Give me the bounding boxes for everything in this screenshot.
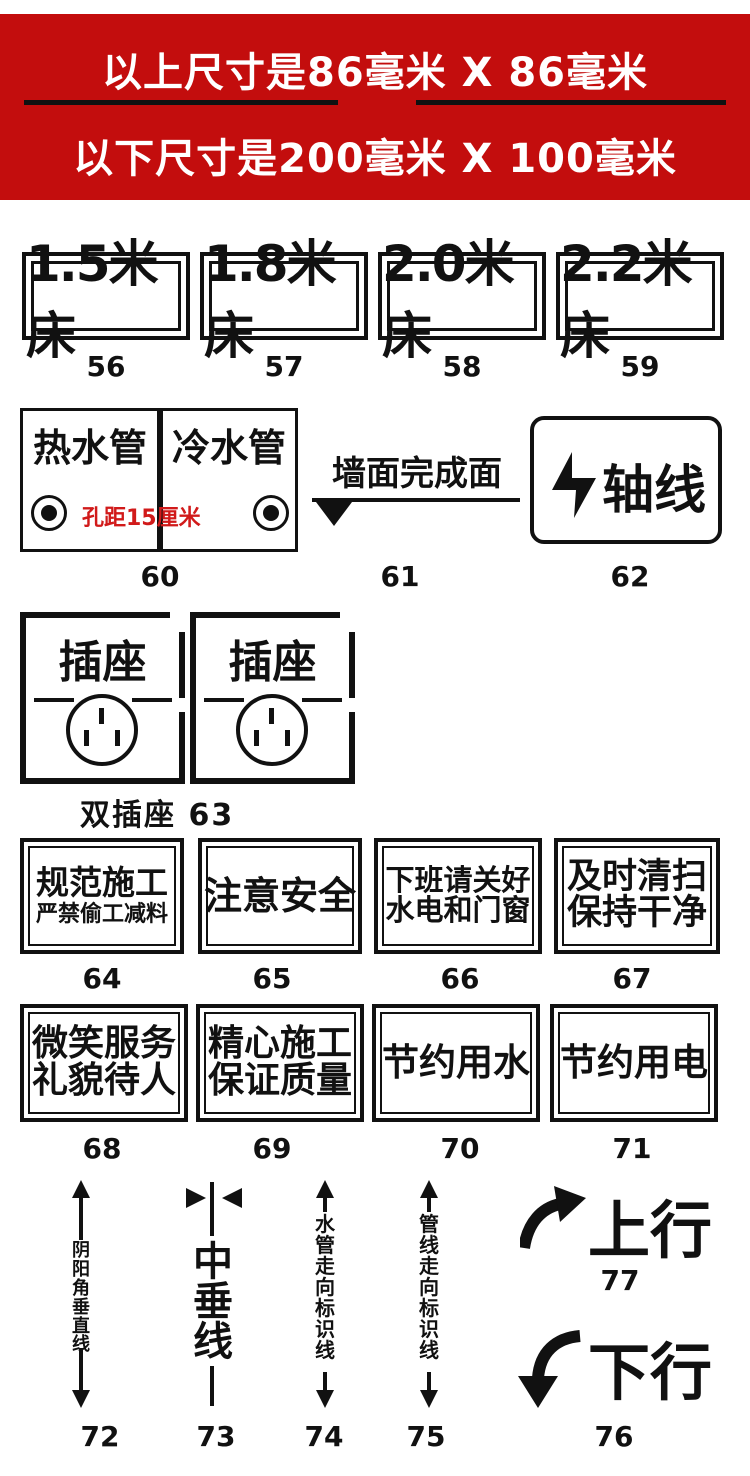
bed-label-1-8: 1.8米床 — [200, 235, 368, 365]
lightning-icon — [552, 452, 596, 518]
item-number: 67 — [612, 962, 652, 995]
arrow-up-icon — [316, 1180, 334, 1198]
item-number: 77 — [600, 1264, 640, 1297]
bed-label-text: 1.8米床 — [204, 235, 337, 365]
socket-title: 插座 — [228, 637, 317, 688]
item-number: 64 — [82, 962, 122, 995]
item-number: 62 — [610, 560, 650, 593]
slogan-sign-standard-construction: 规范施工 严禁偷工减料 — [20, 838, 184, 954]
banner-divider-left — [24, 100, 338, 105]
bed-label-1-5: 1.5米床 — [22, 235, 190, 365]
item-number: 58 — [442, 350, 482, 383]
arrow-right-icon — [186, 1188, 206, 1208]
arrow-down-icon — [420, 1390, 438, 1408]
slogan-sign-keep-clean: 及时清扫 保持干净 — [554, 838, 720, 954]
slogan-sign-save-water: 节约用水 — [372, 1004, 540, 1122]
corner-vertical-line-text: 阴阳角垂直线 — [72, 1240, 90, 1356]
upward-text: 上行 — [588, 1194, 713, 1267]
slogan-line: 保证质量 — [207, 1060, 352, 1101]
water-pipe-direction-text: 水管走向标识线 — [315, 1212, 335, 1362]
slogan-line: 精心施工 — [207, 1023, 352, 1065]
slogan-line: 礼貌待人 — [31, 1060, 176, 1101]
arrow-left-icon — [222, 1188, 242, 1208]
item-number: 69 — [252, 1132, 292, 1165]
wall-finish-text: 墙面完成面 — [332, 454, 502, 494]
item-number: 73 — [196, 1420, 236, 1453]
hole-icon — [31, 495, 67, 531]
slogan-line: 下班请关好 — [385, 863, 531, 898]
item-number: 75 — [406, 1420, 446, 1453]
slogan-sign-close-utilities: 下班请关好 水电和门窗 — [374, 838, 542, 954]
bed-label-text: 1.5米床 — [26, 235, 159, 365]
slogan-sign-save-power: 节约用电 — [550, 1004, 718, 1122]
socket-outlet-icon — [66, 694, 138, 766]
item-number: 60 — [140, 560, 180, 593]
hole-icon — [253, 495, 289, 531]
item-number: 61 — [380, 560, 420, 593]
item-number: 68 — [82, 1132, 122, 1165]
item-number: 59 — [620, 350, 660, 383]
wall-finish-line — [312, 498, 520, 502]
curved-arrow-down-icon — [518, 1330, 581, 1408]
item-number: 56 — [86, 350, 126, 383]
slogan-line: 水电和门窗 — [385, 893, 531, 927]
hole-spacing-text: 孔距15厘米 — [82, 506, 201, 531]
slogan-line: 严禁偷工减料 — [35, 901, 168, 927]
socket-label-left: 插座 — [20, 612, 185, 784]
item-number: 65 — [252, 962, 292, 995]
hot-water-pipe-label: 热水管 — [20, 408, 160, 552]
size-banner: 以上尺寸是86毫米 X 86毫米 以下尺寸是200毫米 X 100毫米 — [0, 14, 750, 200]
arrow-up-icon — [420, 1180, 438, 1198]
slogan-line: 注意安全 — [203, 873, 356, 918]
item-number: 72 — [80, 1420, 120, 1453]
bed-label-text: 2.0米床 — [382, 235, 515, 365]
pipeline-direction-text: 管线走向标识线 — [419, 1212, 439, 1362]
slogan-sign-smile-service: 微笑服务 礼貌待人 — [20, 1004, 188, 1122]
slogan-sign-safety: 注意安全 — [198, 838, 362, 954]
item-number: 57 — [264, 350, 304, 383]
item-number: 76 — [594, 1420, 634, 1453]
slogan-sign-quality: 精心施工 保证质量 — [196, 1004, 364, 1122]
item-number: 70 — [440, 1132, 480, 1165]
bed-label-2-0: 2.0米床 — [378, 235, 546, 365]
banner-divider-right — [416, 100, 726, 105]
socket-title: 插座 — [58, 637, 147, 688]
slogan-line: 保持干净 — [566, 893, 707, 933]
slogan-line: 微笑服务 — [31, 1023, 176, 1065]
socket-label-right: 插座 — [190, 612, 355, 784]
axis-line-text: 轴线 — [602, 461, 707, 521]
arrow-up-icon — [72, 1180, 90, 1198]
double-socket-caption: 双插座 63 — [80, 798, 235, 833]
item-number: 74 — [304, 1420, 344, 1453]
socket-outlet-icon — [236, 694, 308, 766]
slogan-line: 及时清扫 — [566, 857, 707, 898]
banner-line-top: 以上尺寸是86毫米 X 86毫米 — [101, 50, 649, 96]
cold-water-title: 冷水管 — [171, 426, 286, 470]
item-number: 66 — [440, 962, 480, 995]
bed-label-text: 2.2米床 — [560, 235, 693, 365]
down-triangle-icon — [316, 502, 352, 526]
slogan-line: 节约用水 — [382, 1041, 530, 1085]
arrow-down-icon — [316, 1390, 334, 1408]
item-number: 71 — [612, 1132, 652, 1165]
hot-water-title: 热水管 — [32, 426, 147, 470]
arrow-down-icon — [72, 1390, 90, 1408]
downward-text: 下行 — [588, 1336, 713, 1409]
curved-arrow-up-icon — [520, 1186, 586, 1250]
axis-line-label: 轴线 — [530, 416, 722, 544]
cold-water-pipe-label: 冷水管 — [160, 408, 298, 552]
slogan-line: 规范施工 — [36, 862, 168, 902]
center-vertical-line-text: 中垂线 — [193, 1239, 233, 1365]
slogan-line: 节约用电 — [560, 1041, 708, 1085]
banner-line-bottom: 以下尺寸是200毫米 X 100毫米 — [73, 136, 677, 182]
bed-label-2-2: 2.2米床 — [556, 235, 724, 365]
